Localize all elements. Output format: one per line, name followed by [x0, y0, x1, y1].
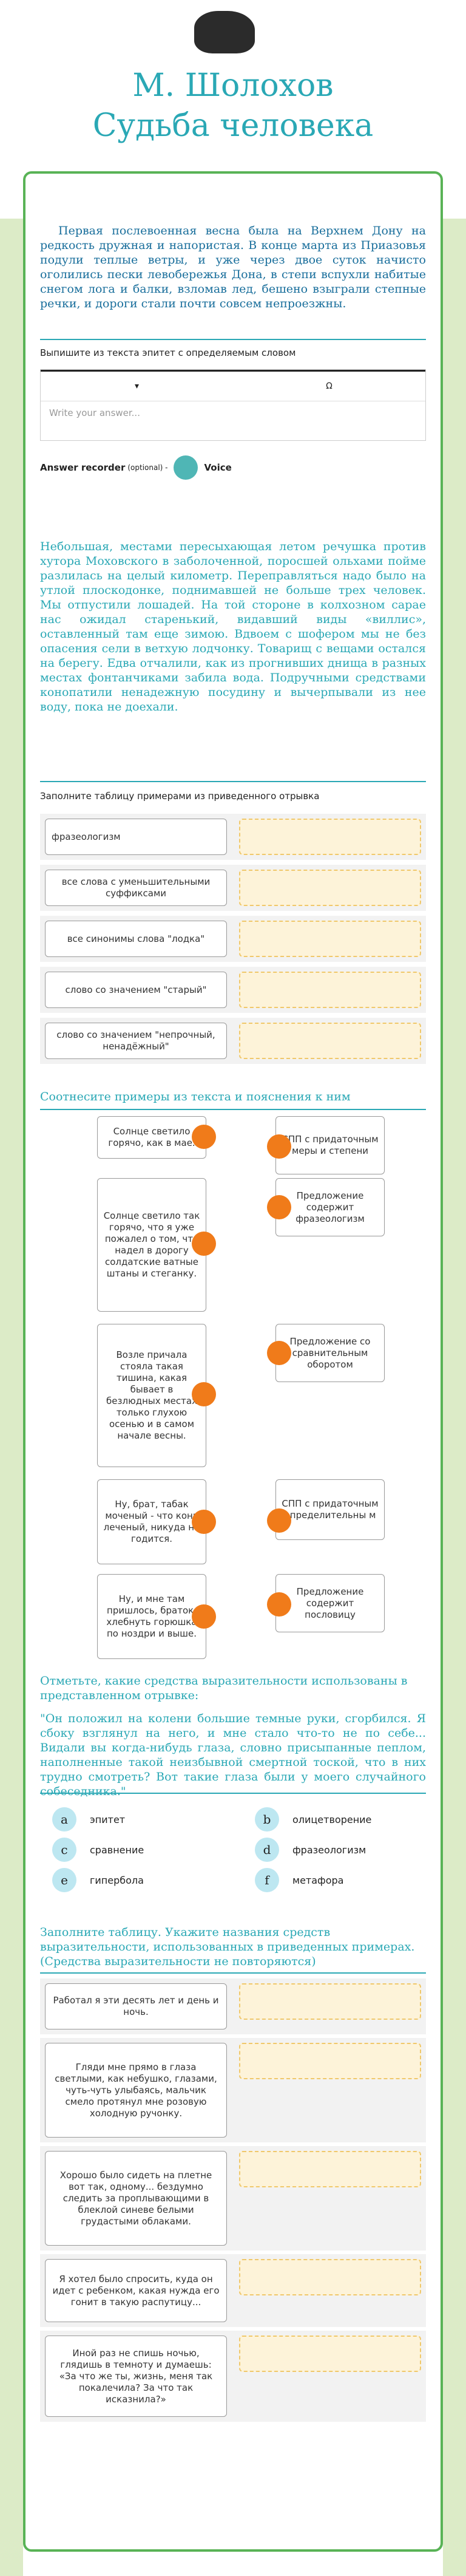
- table-row: слово со значением "старый": [40, 967, 426, 1013]
- question-5: Заполните таблицу. Укажите названия сред…: [40, 1926, 415, 1968]
- drop-slot[interactable]: [239, 819, 421, 855]
- match-right-handle[interactable]: [267, 1195, 291, 1219]
- table-row: Хорошо было сидеть на плетне вот так, од…: [40, 2146, 426, 2251]
- drop-slot[interactable]: [239, 2336, 421, 2372]
- page-background-left: [0, 219, 23, 2576]
- option-label: метафора: [292, 1874, 344, 1886]
- table-row: Я хотел было спросить, куда он идет с ре…: [40, 2254, 426, 2327]
- match-left-handle[interactable]: [192, 1604, 216, 1629]
- option-letter: d: [255, 1838, 279, 1862]
- match-right-handle[interactable]: [267, 1134, 291, 1159]
- text-passage-1: Первая послевоенная весна была на Верхне…: [40, 224, 426, 310]
- match-left-card[interactable]: Солнце светило так горячо, что я уже пож…: [97, 1178, 206, 1312]
- voice-record-button[interactable]: [174, 455, 198, 480]
- row-label: слово со значением "непрочный, ненадёжны…: [45, 1023, 227, 1059]
- quote-passage: "Он положил на колени большие темные рук…: [40, 1712, 426, 1798]
- table-row: Гляди мне прямо в глаза светлыми, как не…: [40, 2038, 426, 2142]
- option-c[interactable]: c сравнение: [52, 1838, 144, 1862]
- drop-slot[interactable]: [239, 2151, 421, 2187]
- match-left-card[interactable]: Солнце светило горячо, как в мае.: [97, 1116, 206, 1159]
- row-label: слово со значением "старый": [45, 972, 227, 1008]
- table-row: Работал я эти десять лет и день и ночь.: [40, 1978, 426, 2034]
- drop-slot[interactable]: [239, 1023, 421, 1059]
- worksheet-content: Первая послевоенная весна была на Верхне…: [40, 174, 426, 2549]
- match-left-card[interactable]: Ну, брат, табак моченый - что конь лечен…: [97, 1479, 206, 1564]
- answer-recorder: Answer recorder (optional) - Voice: [40, 455, 232, 480]
- row-label: Гляди мне прямо в глаза светлыми, как не…: [45, 2043, 227, 2138]
- option-label: фразеологизм: [292, 1844, 366, 1856]
- option-label: эпитет: [90, 1813, 126, 1825]
- drop-slot[interactable]: [239, 1983, 421, 2020]
- drop-slot[interactable]: [239, 2259, 421, 2295]
- table-row: все слова с уменьшительными суффиксами: [40, 865, 426, 911]
- option-letter: f: [255, 1868, 279, 1892]
- match-left-handle[interactable]: [192, 1232, 216, 1256]
- recorder-label: Answer recorder: [40, 462, 126, 473]
- option-f[interactable]: f метафора: [255, 1868, 343, 1892]
- row-label: все слова с уменьшительными суффиксами: [45, 870, 227, 906]
- option-letter: b: [255, 1807, 279, 1831]
- match-right-handle[interactable]: [267, 1508, 291, 1533]
- answer-editor: ▾ Ω Write your answer...: [40, 369, 426, 441]
- drop-slot[interactable]: [239, 2043, 421, 2079]
- question-4: Отметьте, какие средства выразительности…: [40, 1674, 408, 1702]
- match-left-handle[interactable]: [192, 1510, 216, 1534]
- row-label: фразеологизм: [45, 819, 227, 855]
- match-right-handle[interactable]: [267, 1341, 291, 1365]
- match-right-card[interactable]: Предложение содержит пословицу: [275, 1574, 385, 1632]
- page-background-right: [443, 219, 466, 2576]
- match-right-card[interactable]: Предложение со сравнительным оборотом: [275, 1324, 385, 1382]
- question-1: Выпишите из текста эпитет с определяемым…: [40, 347, 296, 358]
- voice-label: Voice: [204, 462, 232, 473]
- table-row: фразеологизм: [40, 814, 426, 860]
- dropdown-icon[interactable]: ▾: [134, 381, 140, 391]
- option-letter: c: [52, 1838, 76, 1862]
- recorder-optional: (optional) -: [127, 463, 168, 472]
- match-left-handle[interactable]: [192, 1125, 216, 1149]
- table-row: слово со значением "непрочный, ненадёжны…: [40, 1018, 426, 1064]
- row-label: Я хотел было спросить, куда он идет с ре…: [45, 2259, 227, 2322]
- option-label: олицетворение: [292, 1813, 372, 1825]
- option-letter: a: [52, 1807, 76, 1831]
- divider: [40, 339, 426, 340]
- header-image: [194, 11, 255, 53]
- row-label: Иной раз не спишь ночью, глядишь в темно…: [45, 2336, 227, 2417]
- option-e[interactable]: e гипербола: [52, 1868, 144, 1892]
- editor-toolbar: ▾ Ω: [41, 370, 425, 401]
- drop-slot[interactable]: [239, 972, 421, 1008]
- question-2: Заполните таблицу примерами из приведенн…: [40, 791, 320, 802]
- table-row: Иной раз не спишь ночью, глядишь в темно…: [40, 2331, 426, 2422]
- match-right-card[interactable]: СПП с придаточным определительны м: [275, 1479, 385, 1540]
- row-label: все синонимы слова "лодка": [45, 921, 227, 957]
- option-d[interactable]: d фразеологизм: [255, 1838, 366, 1862]
- divider: [40, 1793, 426, 1794]
- match-right-card[interactable]: Предложение содержит фразеологизм: [275, 1178, 385, 1236]
- answer-input[interactable]: Write your answer...: [49, 407, 140, 418]
- option-a[interactable]: a эпитет: [52, 1807, 125, 1831]
- page-title: М. Шолохов Судьба человека: [0, 66, 466, 146]
- title-line-2: Судьба человека: [92, 107, 374, 144]
- title-line-1: М. Шолохов: [132, 67, 334, 104]
- divider: [40, 1109, 426, 1110]
- drop-slot[interactable]: [239, 870, 421, 906]
- option-label: гипербола: [90, 1874, 144, 1886]
- divider: [40, 781, 426, 782]
- match-left-card[interactable]: Возле причала стояла такая тишина, какая…: [97, 1324, 206, 1467]
- question-3: Соотнесите примеры из текста и пояснения…: [40, 1090, 351, 1103]
- row-label: Работал я эти десять лет и день и ночь.: [45, 1983, 227, 2029]
- option-letter: e: [52, 1868, 76, 1892]
- match-left-handle[interactable]: [192, 1382, 216, 1406]
- option-b[interactable]: b олицетворение: [255, 1807, 371, 1831]
- row-label: Хорошо было сидеть на плетне вот так, од…: [45, 2151, 227, 2246]
- worksheet: Первая послевоенная весна была на Верхне…: [23, 171, 443, 2552]
- match-right-card[interactable]: СПП с придаточным меры и степени: [275, 1116, 385, 1174]
- match-right-handle[interactable]: [267, 1592, 291, 1617]
- special-char-icon[interactable]: Ω: [326, 381, 333, 391]
- option-label: сравнение: [90, 1844, 144, 1856]
- match-left-card[interactable]: Ну, и мне там пришлось, браток, хлебнуть…: [97, 1574, 206, 1659]
- table-row: все синонимы слова "лодка": [40, 916, 426, 962]
- text-passage-2: Небольшая, местами пересыхающая летом ре…: [40, 540, 426, 714]
- divider: [40, 1972, 426, 1974]
- drop-slot[interactable]: [239, 921, 421, 957]
